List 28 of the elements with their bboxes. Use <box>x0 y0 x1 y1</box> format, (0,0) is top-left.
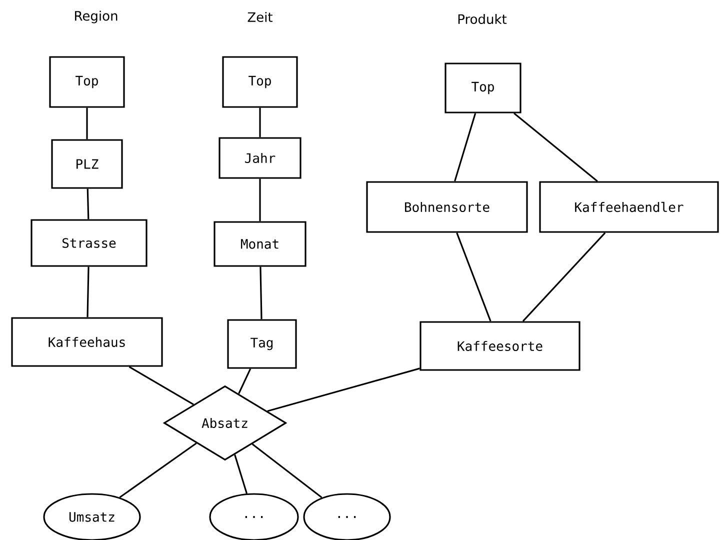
level-box: Kaffeehaendler <box>539 181 719 233</box>
connector-line <box>514 112 598 182</box>
connector-line <box>86 188 90 220</box>
level-box: Monat <box>214 221 306 267</box>
level-box: Strasse <box>30 219 148 267</box>
level-box: PLZ <box>51 139 123 189</box>
connector-line <box>456 232 492 322</box>
connector-line <box>238 368 252 394</box>
connector-line <box>86 266 90 318</box>
level-box: Kaffeesorte <box>420 321 580 371</box>
level-box: Kaffeehaus <box>11 317 163 367</box>
level-box: Tag <box>227 319 297 369</box>
connector-line <box>86 108 88 140</box>
level-box: Top <box>49 56 125 108</box>
level-box: Top <box>222 56 298 108</box>
level-box: Jahr <box>218 137 302 179</box>
connector-line <box>260 266 262 320</box>
connector-line <box>128 366 194 406</box>
connector-line <box>259 108 261 138</box>
connector-line <box>234 454 248 494</box>
connector-line <box>522 232 606 322</box>
connector-line <box>119 442 197 498</box>
connector-line <box>454 113 476 182</box>
connector-line <box>252 443 322 498</box>
level-box: Top <box>444 62 522 114</box>
connector-line <box>259 178 261 222</box>
connector-line <box>267 368 420 412</box>
level-box: Bohnensorte <box>366 181 528 233</box>
